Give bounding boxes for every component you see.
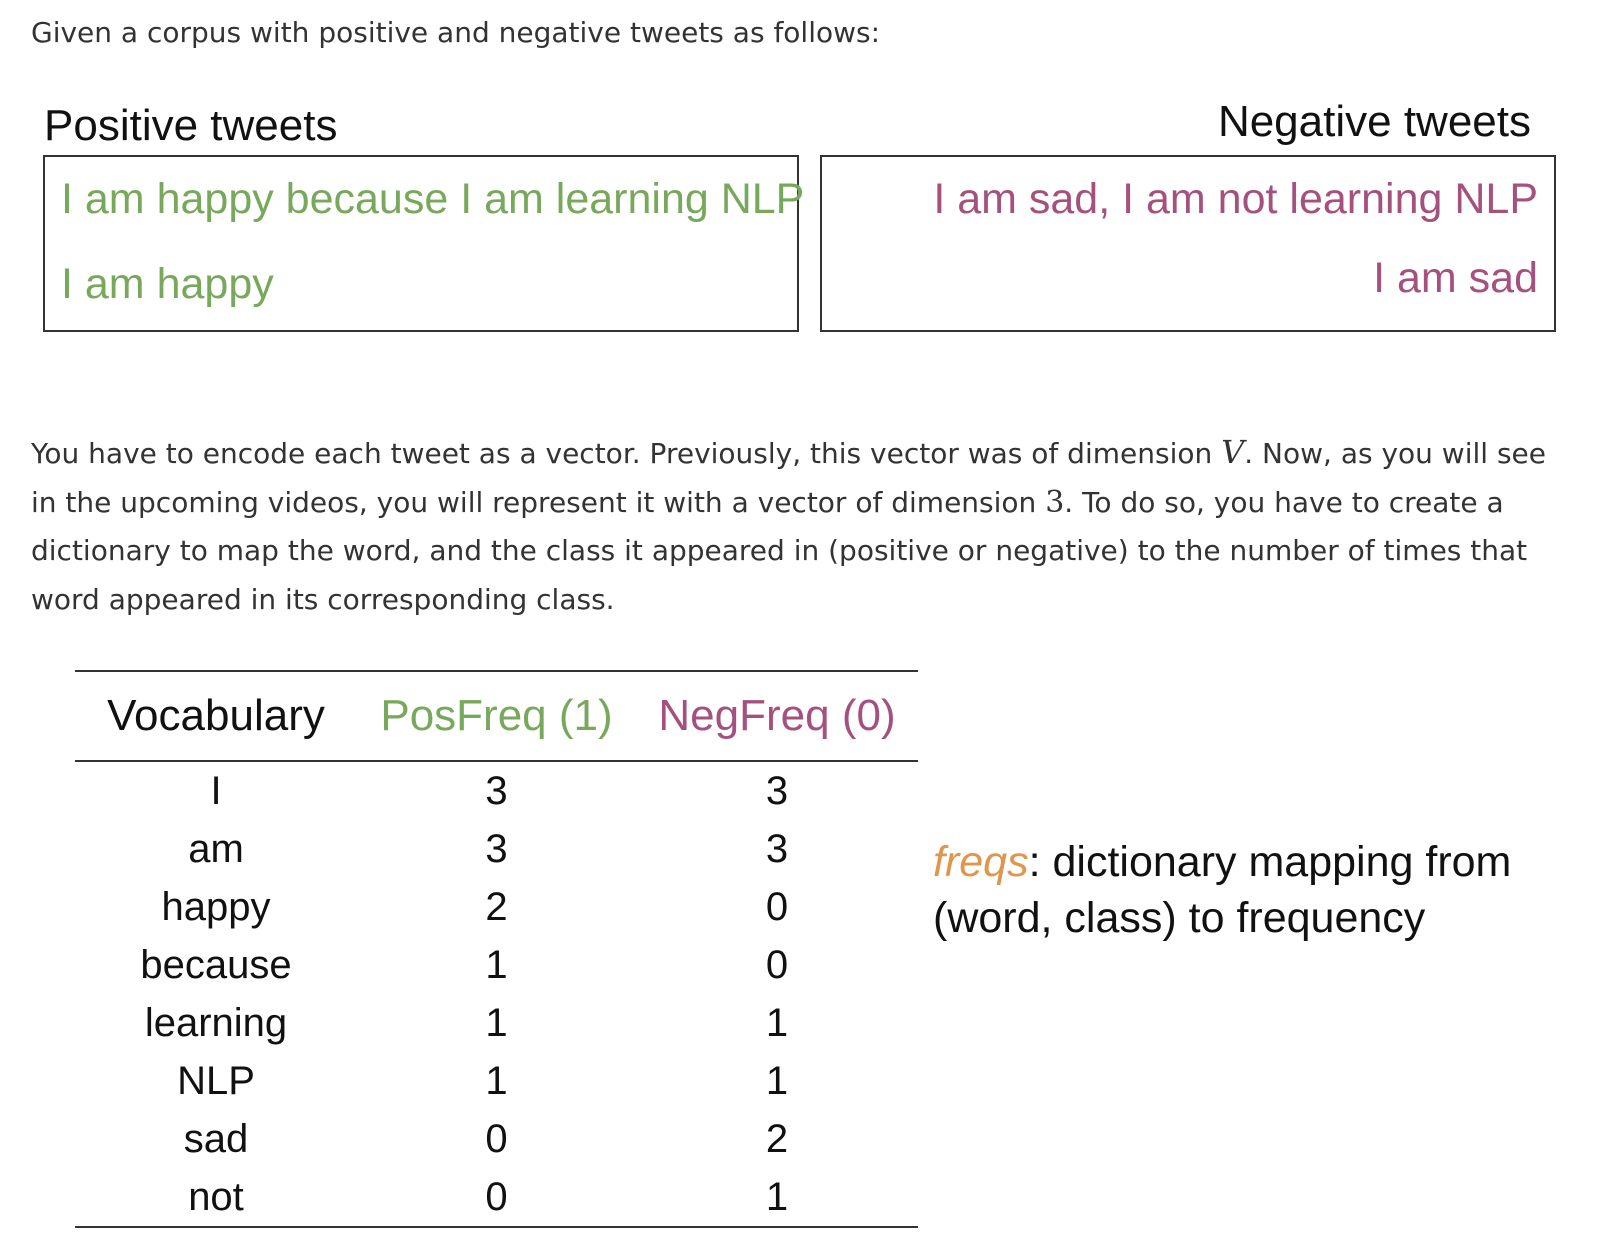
- pos-freq: 1: [485, 1058, 508, 1103]
- positive-tweets-title: Positive tweets: [44, 101, 338, 150]
- vocab-word: because: [140, 942, 292, 987]
- neg-freq: 0: [765, 884, 789, 929]
- pos-freq: 0: [485, 1116, 508, 1161]
- negative-tweets-box: I am sad, I am not learning NLP I am sad: [820, 155, 1556, 332]
- neg-freq: 0: [765, 942, 789, 987]
- header-posfreq: PosFreq (1): [380, 691, 613, 740]
- pos-freq: 1: [485, 942, 508, 987]
- table-header-row: Vocabulary PosFreq (1) NegFreq (0): [75, 671, 918, 761]
- pos-freq: 3: [485, 826, 508, 871]
- math-variable-v: V: [1221, 433, 1245, 471]
- neg-freq: 3: [765, 768, 789, 813]
- positive-tweet: I am happy because I am learning NLP: [61, 175, 805, 223]
- frequency-table: Vocabulary PosFreq (1) NegFreq (0) I 3 3…: [75, 670, 918, 1228]
- pos-freq: 1: [485, 1000, 508, 1045]
- neg-freq: 3: [765, 826, 789, 871]
- freqs-term: freqs: [933, 838, 1029, 886]
- pos-freq: 2: [485, 884, 508, 929]
- header-negfreq: NegFreq (0): [658, 691, 896, 740]
- neg-freq: 2: [765, 1116, 789, 1161]
- table-row: I 3 3: [75, 761, 918, 820]
- vocab-word: NLP: [177, 1058, 255, 1103]
- math-number-3: 3: [1045, 484, 1065, 520]
- negative-tweet: I am sad: [1373, 254, 1538, 302]
- vocab-word: learning: [144, 1000, 288, 1045]
- table-row: sad 0 2: [75, 1110, 918, 1168]
- paragraph-text: . Now, as you will see in the upcoming v…: [31, 437, 1546, 519]
- positive-tweets-box: I am happy because I am learning NLP I a…: [43, 155, 804, 332]
- paragraph-text: . To do so, you have to create a diction…: [31, 485, 1528, 616]
- freqs-note: freqs: dictionary mapping from (word, cl…: [933, 834, 1573, 946]
- neg-freq: 1: [765, 1000, 789, 1045]
- vocab-word: sad: [183, 1116, 249, 1161]
- vocab-word: happy: [161, 884, 271, 929]
- negative-tweet: I am sad, I am not learning NLP: [933, 175, 1538, 223]
- vocab-word: am: [188, 826, 244, 871]
- encoding-paragraph: You have to encode each tweet as a vecto…: [31, 428, 1576, 624]
- table-row: because 1 0: [75, 936, 918, 994]
- vocab-word: not: [188, 1174, 244, 1219]
- header-vocabulary: Vocabulary: [107, 691, 325, 740]
- negative-tweets-title: Negative tweets: [1217, 97, 1531, 146]
- intro-text: Given a corpus with positive and negativ…: [31, 16, 881, 49]
- pos-freq: 3: [485, 768, 508, 813]
- positive-tweet: I am happy: [61, 260, 274, 308]
- neg-freq: 1: [765, 1058, 789, 1103]
- table-row: learning 1 1: [75, 994, 918, 1052]
- neg-freq: 1: [765, 1174, 789, 1219]
- table-row: not 0 1: [75, 1168, 918, 1227]
- table-row: NLP 1 1: [75, 1052, 918, 1110]
- paragraph-text: You have to encode each tweet as a vecto…: [31, 437, 1222, 470]
- table-row: am 3 3: [75, 820, 918, 878]
- freqs-description: : dictionary mapping from (word, class) …: [933, 838, 1512, 942]
- vocab-word: I: [210, 768, 222, 813]
- table-row: happy 2 0: [75, 878, 918, 936]
- pos-freq: 0: [485, 1174, 508, 1219]
